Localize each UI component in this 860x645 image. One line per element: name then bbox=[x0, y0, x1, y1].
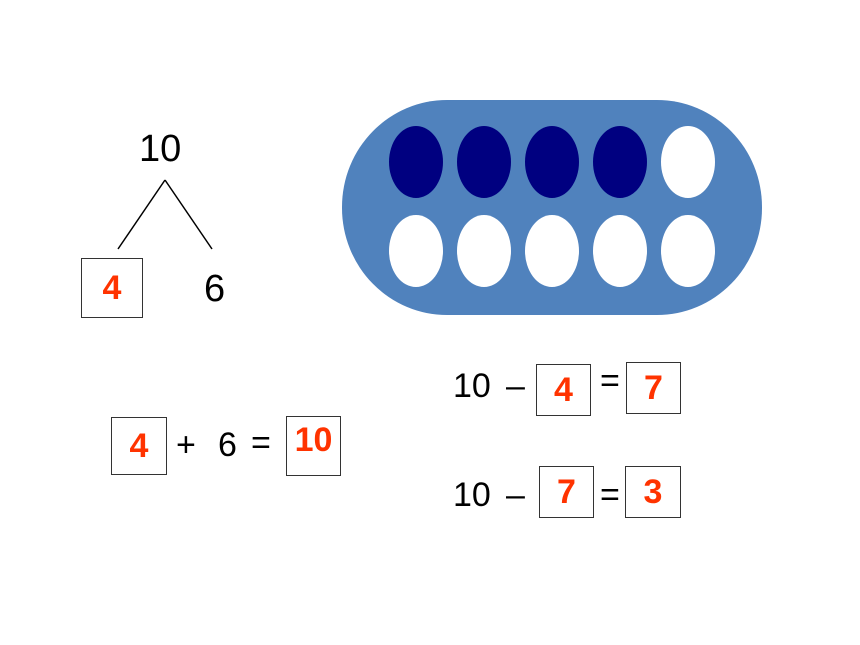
counter-empty bbox=[661, 126, 715, 198]
counter-empty bbox=[525, 215, 579, 287]
counter-filled bbox=[389, 126, 443, 198]
addition-b: 6 bbox=[218, 426, 237, 464]
counter-filled bbox=[593, 126, 647, 198]
addition-equals: = bbox=[251, 424, 271, 462]
sub1-minus: – bbox=[506, 367, 525, 405]
sub2-equals: = bbox=[600, 476, 620, 514]
plus-sign: + bbox=[176, 426, 196, 464]
bond-left-answer: 4 bbox=[102, 269, 122, 307]
addition-sum-box[interactable]: 10 bbox=[286, 416, 341, 476]
addition-a-answer: 4 bbox=[129, 427, 149, 465]
sub1-result-answer: 7 bbox=[644, 369, 663, 407]
counter-filled bbox=[457, 126, 511, 198]
sub2-minuend: 10 bbox=[453, 476, 491, 514]
addition-a-box[interactable]: 4 bbox=[111, 417, 167, 475]
bond-right-part: 6 bbox=[204, 268, 226, 310]
sub1-subtrahend-answer: 4 bbox=[554, 371, 573, 409]
bond-left-box[interactable]: 4 bbox=[81, 258, 143, 318]
sub1-equals: = bbox=[600, 362, 620, 400]
addition-sum-answer: 10 bbox=[294, 421, 333, 459]
sub1-subtrahend-box[interactable]: 4 bbox=[536, 364, 591, 416]
bond-whole: 10 bbox=[139, 128, 182, 170]
counter-empty bbox=[661, 215, 715, 287]
counter-empty bbox=[389, 215, 443, 287]
sub1-result-box[interactable]: 7 bbox=[626, 362, 681, 414]
sub2-minus: – bbox=[506, 476, 525, 514]
sub1-minuend: 10 bbox=[453, 367, 491, 405]
sub2-subtrahend-box[interactable]: 7 bbox=[539, 466, 594, 518]
sub2-subtrahend-answer: 7 bbox=[557, 473, 576, 511]
counter-empty bbox=[457, 215, 511, 287]
sub2-result-box[interactable]: 3 bbox=[625, 466, 681, 518]
counter-filled bbox=[525, 126, 579, 198]
counter-empty bbox=[593, 215, 647, 287]
sub2-result-answer: 3 bbox=[643, 473, 663, 511]
ten-frame-tray bbox=[342, 100, 762, 315]
